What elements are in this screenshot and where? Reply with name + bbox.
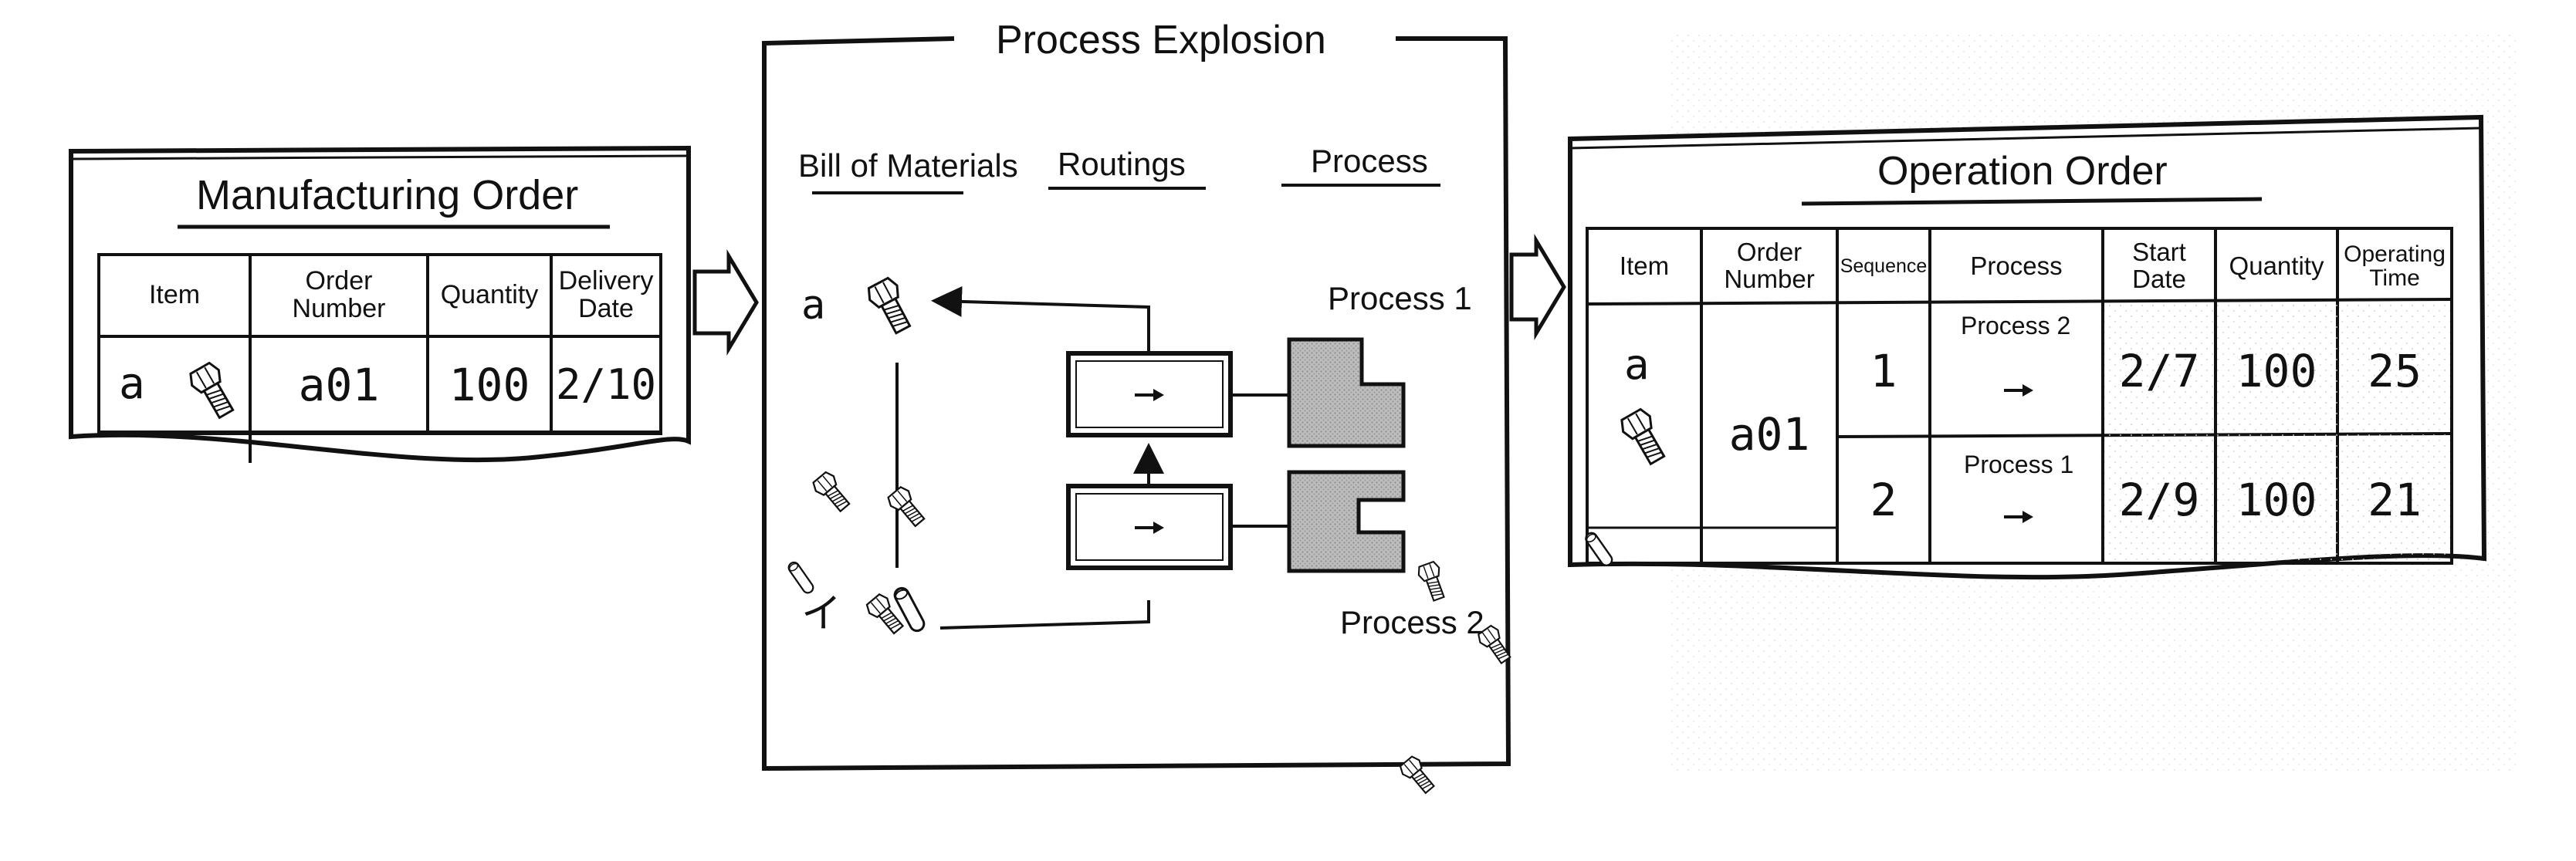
operation-order-panel — [1568, 114, 2487, 580]
oo-row2-operating-time: 21 — [2368, 473, 2422, 526]
bolt-icon — [1396, 753, 1439, 798]
oo-item-value: a — [1624, 340, 1650, 389]
mo-order-number-value: a01 — [298, 358, 380, 411]
block-arrow-icon — [1509, 233, 1566, 341]
process-shape-icon — [1287, 337, 1406, 448]
oo-header-start-date: Start Date — [2132, 238, 2186, 293]
oo-row2-quantity: 100 — [2236, 473, 2317, 526]
operation-order-title: Operation Order — [1877, 149, 2168, 194]
oo-row1-sequence: 1 — [1870, 344, 1897, 397]
manufacturing-order-panel — [69, 145, 691, 463]
oo-header-order-number: Order Number — [1724, 238, 1815, 293]
mo-header-item: Item — [148, 280, 201, 310]
bolt-icon — [885, 484, 930, 531]
oo-row2-start-date: 2/9 — [2118, 473, 2200, 526]
oo-row2-process-label: Process 1 — [1964, 451, 2074, 478]
oo-header-process: Process — [1970, 251, 2063, 280]
oo-header-item: Item — [1619, 251, 1670, 280]
oo-header-sequence: Sequence — [1840, 255, 1928, 277]
oo-row1-process-label: Process 2 — [1961, 312, 2071, 339]
oo-order-number-value: a01 — [1728, 407, 1810, 461]
bolt-icon — [810, 469, 855, 516]
block-arrow-icon — [692, 248, 759, 356]
oo-row1-quantity: 100 — [2236, 344, 2317, 397]
column-process: Process — [1311, 143, 1428, 179]
process-shape-icon — [1287, 470, 1406, 573]
rod-icon — [785, 559, 817, 596]
oo-row1-start-date: 2/7 — [2118, 344, 2200, 397]
process-label-lower: Process 2 — [1340, 604, 1484, 640]
mo-header-delivery-date: Delivery Date — [558, 266, 654, 323]
oo-header-quantity: Quantity — [2229, 251, 2324, 280]
oo-row1-operating-time: 25 — [2368, 344, 2422, 397]
manufacturing-order-title: Manufacturing Order — [196, 172, 579, 218]
mo-header-order-number: Order Number — [292, 266, 386, 323]
process-explosion-frame — [762, 36, 1511, 772]
bom-item-bottom: イ — [801, 592, 842, 636]
mo-header-quantity: Quantity — [440, 280, 539, 310]
oo-row2-sequence: 2 — [1870, 473, 1897, 526]
column-routings: Routings — [1058, 146, 1186, 182]
bolt-icon — [863, 275, 918, 338]
bolt-icon — [1415, 559, 1450, 603]
mo-item-value: a — [119, 359, 145, 409]
bom-item-top: a — [801, 282, 826, 329]
process-label-upper: Process 1 — [1328, 280, 1472, 316]
process-explosion-title: Process Explosion — [996, 18, 1326, 62]
column-bill-of-materials: Bill of Materials — [798, 147, 1018, 184]
mo-quantity-value: 100 — [449, 358, 530, 411]
mo-delivery-date-value: 2/10 — [555, 360, 657, 409]
oo-header-operating-time: Operating Time — [2344, 241, 2446, 291]
